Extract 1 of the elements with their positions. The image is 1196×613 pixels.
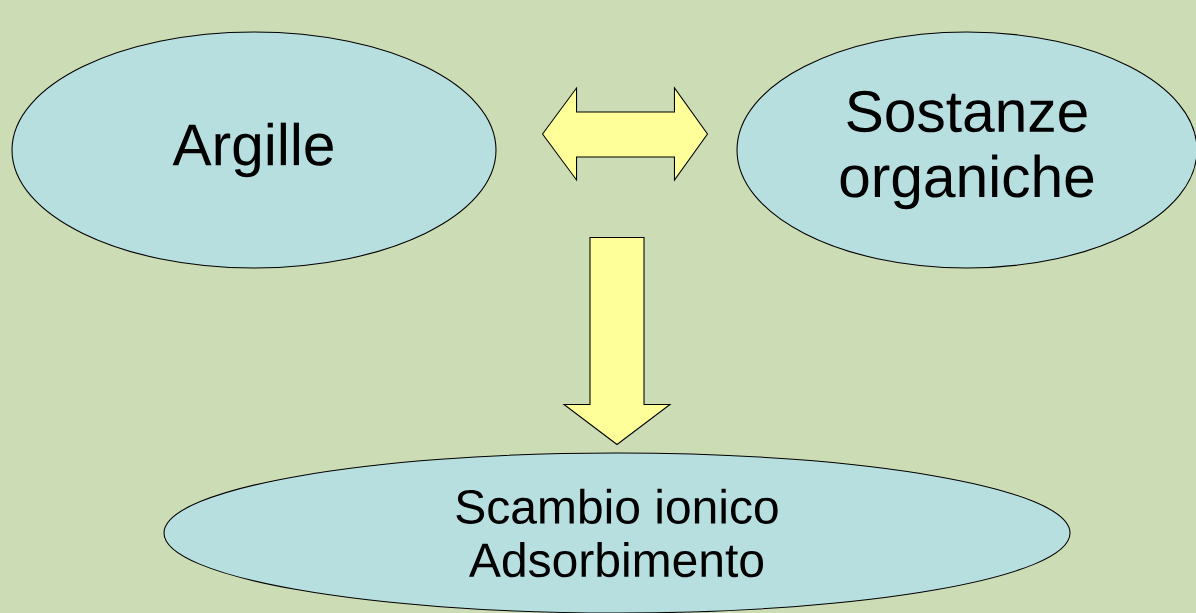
- block-arrow: [562, 236, 672, 446]
